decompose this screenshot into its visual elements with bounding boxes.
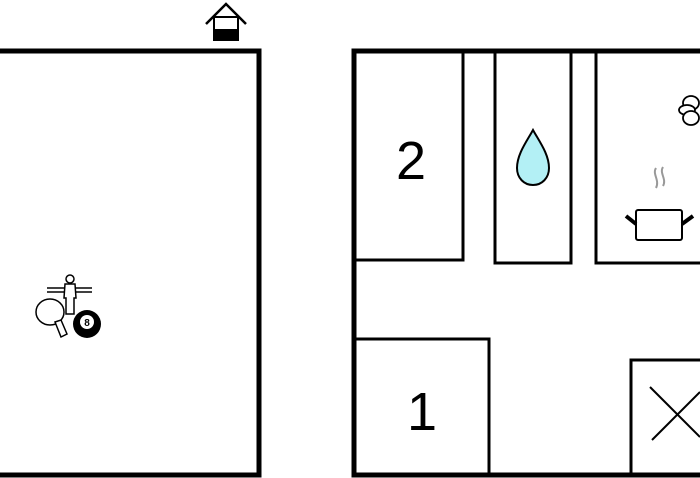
annex-building — [0, 48, 262, 478]
fan-icon — [678, 95, 700, 126]
bedroom-2: 2 — [356, 49, 465, 262]
svg-text:8: 8 — [84, 318, 90, 329]
bathroom — [493, 49, 573, 265]
room-label-1: 1 — [407, 382, 437, 442]
billiard-ball-icon: 8 — [73, 310, 101, 338]
house-icon — [205, 2, 247, 41]
storage — [629, 358, 700, 475]
water-drop-icon — [515, 127, 551, 187]
table-tennis-icon — [35, 298, 68, 339]
cross-icon — [649, 386, 700, 441]
bedroom-1: 1 — [356, 337, 491, 475]
room-label-2: 2 — [396, 131, 426, 191]
foosball-icon — [47, 274, 92, 315]
cooking-pot-icon — [624, 166, 695, 241]
kitchen — [594, 51, 700, 265]
